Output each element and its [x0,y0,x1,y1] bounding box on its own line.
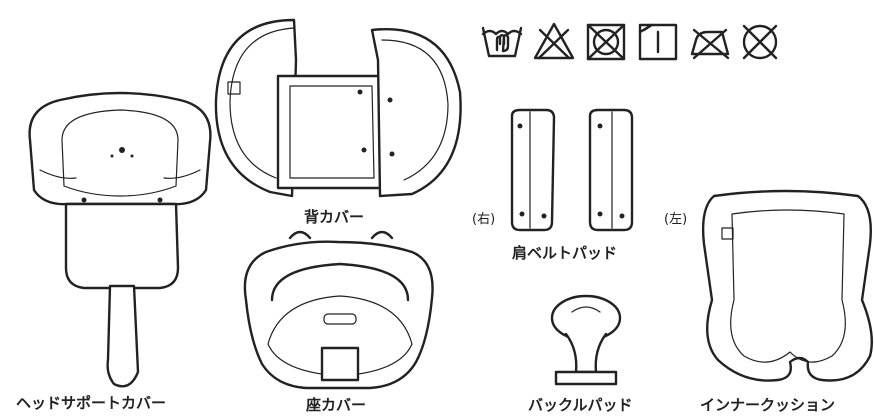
seat-cover-drawing [243,230,434,390]
hand-wash-icon [481,26,523,58]
buckle-pad-label: バックルパッド [528,396,633,414]
line-dry-shade-icon [638,23,678,61]
head-support-cover-label: ヘッドサポートカバー [16,394,167,412]
head-support-cover-drawing [28,91,212,388]
seat-cover-label: 座カバー [306,396,367,414]
no-tumble-dry-icon [586,23,626,61]
back-cover-drawing [214,18,462,198]
no-bleach-icon [533,22,575,60]
no-dry-clean-icon [742,24,778,60]
shoulder-belt-pad-drawing [510,108,634,232]
inner-cushion-label: インナークッション [700,396,836,414]
back-cover-label: 背カバー [304,208,365,226]
right-side-label: (右) [472,212,496,227]
buckle-pad-drawing [550,294,622,386]
shoulder-belt-pad-label: 肩ベルトパッド [512,244,618,262]
no-iron-icon [690,28,730,60]
inner-cushion-drawing [701,189,873,382]
left-side-label: (左) [664,212,688,227]
